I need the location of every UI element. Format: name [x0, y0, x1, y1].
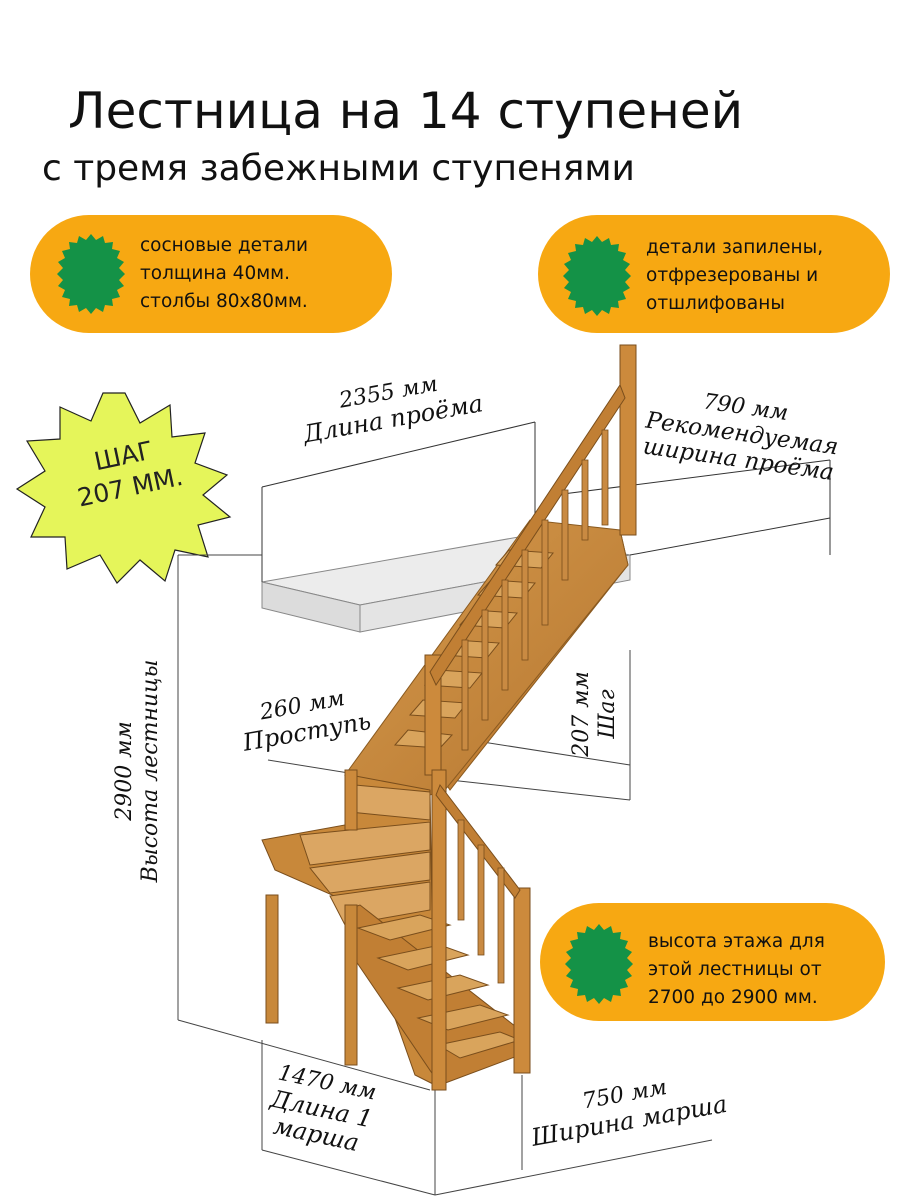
lower-balusters: [457, 819, 505, 984]
dim-step-value: 207 мм: [569, 671, 594, 757]
winder-steps: [299, 784, 431, 926]
upper-handrail: [429, 383, 626, 687]
dim-step: 207 мм Шаг: [569, 654, 621, 774]
seal-icon: [57, 234, 125, 314]
dimension-lines: [177, 554, 713, 1196]
page-subtitle: с тремя забежными ступенями: [42, 148, 635, 189]
newel-posts: [344, 344, 637, 1091]
step-starburst: [15, 392, 232, 584]
dim-height-value: 2900 мм: [112, 721, 137, 821]
upper-balusters: [461, 429, 609, 751]
dim-height: 2900 мм Высота лестницы: [112, 651, 164, 891]
badge-material-text: сосновые детали толщина 40мм. столбы 80х…: [140, 235, 308, 312]
dim-step-label: Шаг: [595, 689, 620, 739]
page-title: Лестница на 14 ступеней: [68, 82, 744, 140]
badge-processing: детали запилены, отфрезерованы и отшлифо…: [538, 215, 890, 333]
badge-processing-text: детали запилены, отфрезерованы и отшлифо…: [646, 237, 824, 314]
badge-floor-height-text: высота этажа для этой лестницы от 2700 д…: [648, 931, 825, 1008]
badge-material: сосновые детали толщина 40мм. столбы 80х…: [30, 215, 392, 333]
landing-legs: [265, 894, 358, 1066]
badge-floor-height: высота этажа для этой лестницы от 2700 д…: [540, 903, 885, 1021]
dim-height-label: Высота лестницы: [138, 659, 163, 883]
seal-icon: [565, 924, 633, 1004]
seal-icon: [563, 236, 631, 316]
